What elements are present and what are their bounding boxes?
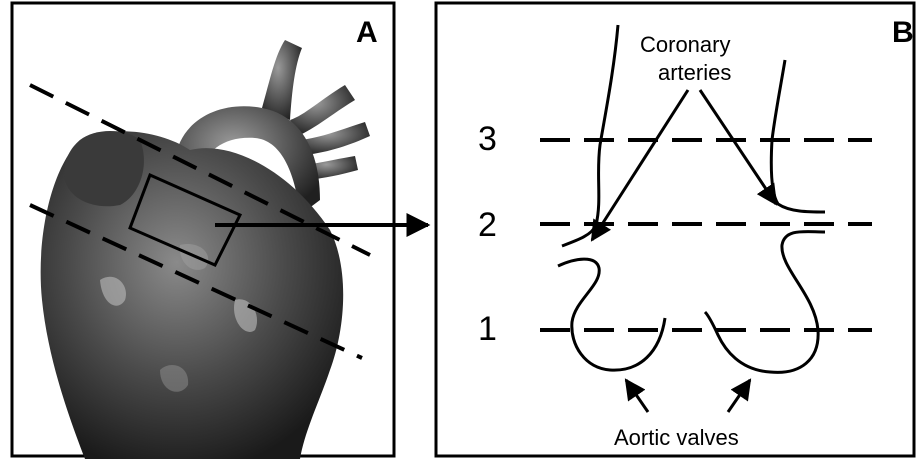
level-label-1: 1	[478, 310, 497, 348]
coronary-label-line1: Coronary	[640, 32, 730, 57]
level-label-2: 2	[478, 206, 497, 244]
panel-b-label: B	[892, 16, 914, 49]
panel-a: A	[12, 3, 394, 459]
coronary-label-line2: arteries	[658, 60, 731, 85]
level-label-3: 3	[478, 120, 497, 158]
panel-a-label: A	[356, 16, 378, 49]
aortic-valves-label: Aortic valves	[614, 425, 739, 450]
panel-b: B 3 2 1 Coronary arteries Aortic valves	[436, 3, 914, 456]
